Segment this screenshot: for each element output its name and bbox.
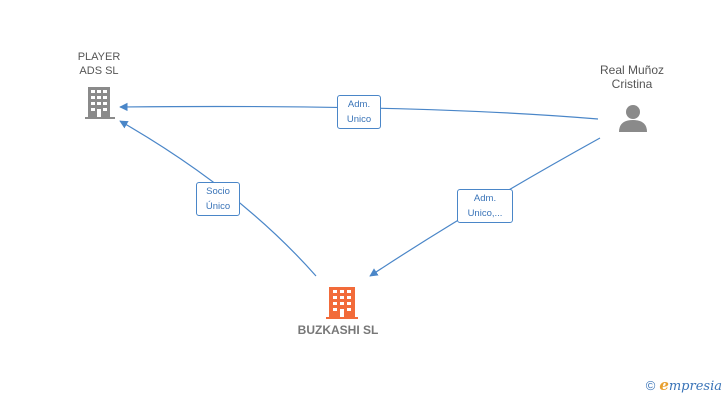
edge-label-person-to-buzkashi-line1: Adm. <box>473 193 497 204</box>
edge-label-buzkashi-to-player-line1: Socio <box>206 186 230 197</box>
building-icon-focus <box>326 287 358 319</box>
person-icon <box>619 105 647 132</box>
node-label-person-line1: Real Muñoz <box>599 63 665 77</box>
edge-label-person-to-buzkashi: Adm. Unico,... <box>457 189 513 223</box>
node-label-player[interactable]: PLAYER ADS SL <box>68 50 130 78</box>
edge-label-person-to-player-line1: Adm. <box>347 99 371 110</box>
node-label-person[interactable]: Real Muñoz Cristina <box>586 63 678 91</box>
edge-label-person-to-buzkashi-line2: Unico,... <box>467 208 503 219</box>
brand-footer: © empresia <box>646 376 722 394</box>
building-icon <box>85 85 115 119</box>
brand-name: mpresia <box>668 379 722 394</box>
edge-person-to-player <box>119 102 599 120</box>
brand-initial: e <box>659 376 669 394</box>
edge-label-person-to-player-line2: Unico <box>346 114 372 125</box>
node-label-player-line2: ADS SL <box>79 65 119 77</box>
brand-logo: empresia <box>659 376 722 394</box>
node-label-buzkashi[interactable]: BUZKASHI SL <box>282 323 394 337</box>
node-label-buzkashi-name: BUZKASHI SL <box>297 323 379 337</box>
node-label-person-line2: Cristina <box>611 77 653 91</box>
edge-label-person-to-player: Adm. Unico <box>337 95 381 129</box>
node-label-player-line1: PLAYER <box>77 51 121 63</box>
copyright-symbol: © <box>645 377 656 393</box>
edge-label-buzkashi-to-player-line2: Único <box>205 201 231 212</box>
edge-label-buzkashi-to-player: Socio Único <box>196 182 240 216</box>
